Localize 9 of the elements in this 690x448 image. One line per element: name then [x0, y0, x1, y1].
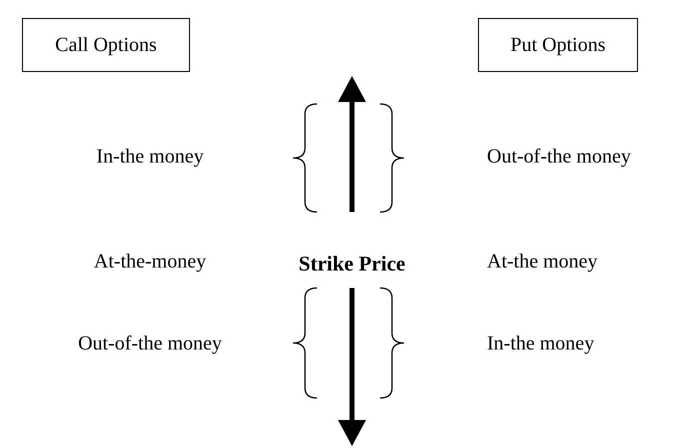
- moneyness-label: Out-of-the money: [78, 332, 222, 356]
- moneyness-label: In-the money: [487, 332, 594, 356]
- heading-box: Call Options: [22, 18, 190, 72]
- axis-label: Strike Price: [298, 252, 406, 276]
- moneyness-label: At-the-money: [94, 250, 206, 274]
- moneyness-label: Out-of-the money: [487, 146, 631, 168]
- moneyness-label: At-the money: [487, 250, 598, 274]
- moneyness-label: In-the money: [96, 146, 204, 168]
- heading-box: Put Options: [478, 18, 638, 72]
